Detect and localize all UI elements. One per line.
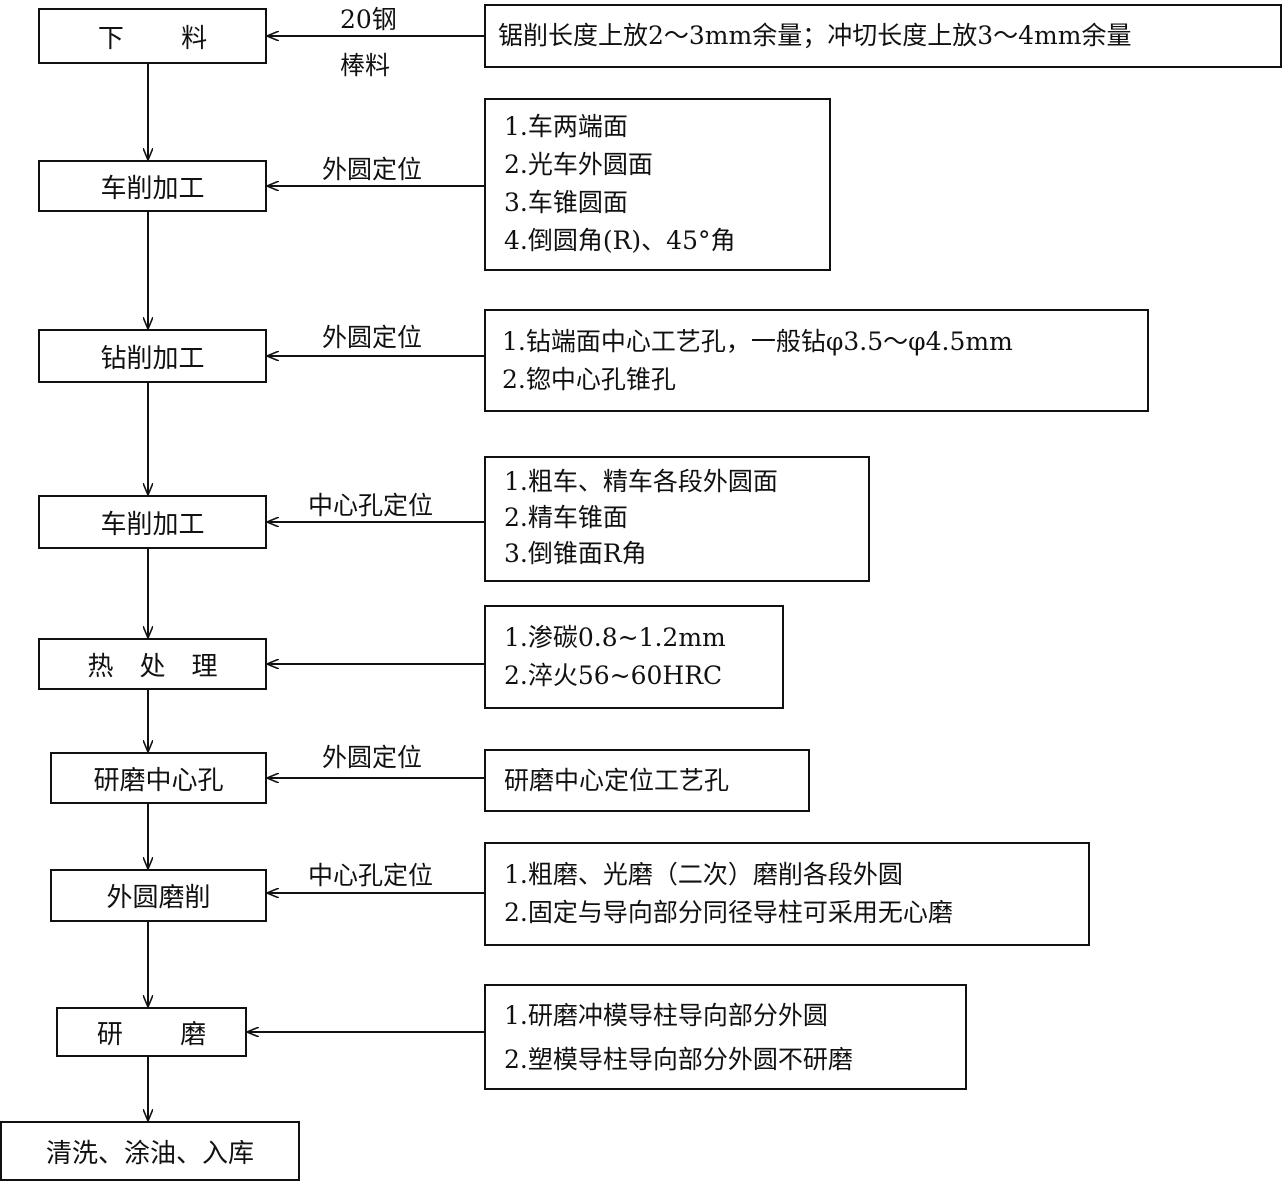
connector-label-positioning: 外圆定位 <box>322 323 423 352</box>
note-line: 1.研磨冲模导柱导向部分外圆 <box>504 1001 828 1030</box>
step-drilling: 钻削加工 <box>38 329 267 383</box>
note-line: 2.淬火56~60HRC <box>504 661 723 690</box>
note-line: 4.倒圆角(R)、45°角 <box>504 226 736 255</box>
note-line: 2.光车外圆面 <box>504 150 653 179</box>
note-line: 3.倒锥面R角 <box>504 539 647 568</box>
note-heat-treatment: 1.渗碳0.8~1.2mm 2.淬火56~60HRC <box>484 605 784 709</box>
note-line: 1.粗磨、光磨（二次）磨削各段外圆 <box>504 860 903 889</box>
note-line: 1.车两端面 <box>504 112 628 141</box>
step-turning-2: 车削加工 <box>38 495 267 549</box>
connector-label-material-bottom: 棒料 <box>340 51 391 80</box>
note-line: 锯削长度上放2～3mm余量；冲切长度上放3～4mm余量 <box>498 21 1132 50</box>
step-lapping: 研 磨 <box>56 1007 247 1057</box>
note-blanking: 锯削长度上放2～3mm余量；冲切长度上放3～4mm余量 <box>484 4 1282 68</box>
note-turning-1: 1.车两端面 2.光车外圆面 3.车锥圆面 4.倒圆角(R)、45°角 <box>484 98 831 271</box>
note-line: 2.塑模导柱导向部分外圆不研磨 <box>504 1045 853 1074</box>
step-clean-oil-store: 清洗、涂油、入库 <box>0 1121 300 1181</box>
step-heat-treatment: 热 处 理 <box>38 638 267 690</box>
step-blanking: 下 料 <box>38 8 267 64</box>
note-lapping: 1.研磨冲模导柱导向部分外圆 2.塑模导柱导向部分外圆不研磨 <box>484 984 967 1090</box>
connector-label-positioning: 外圆定位 <box>322 743 423 772</box>
step-external-grinding: 外圆磨削 <box>50 869 267 922</box>
connector-label-positioning: 外圆定位 <box>322 155 423 184</box>
note-turning-2: 1.粗车、精车各段外圆面 2.精车锥面 3.倒锥面R角 <box>484 456 870 582</box>
step-grind-center-hole: 研磨中心孔 <box>50 752 267 804</box>
note-line: 1.钻端面中心工艺孔，一般钻φ3.5～φ4.5mm <box>502 327 1013 356</box>
note-line: 3.车锥圆面 <box>504 188 628 217</box>
note-line: 1.渗碳0.8~1.2mm <box>504 623 726 652</box>
note-line: 2.锪中心孔锥孔 <box>502 365 676 394</box>
note-line: 2.精车锥面 <box>504 503 628 532</box>
note-external-grinding: 1.粗磨、光磨（二次）磨削各段外圆 2.固定与导向部分同径导柱可采用无心磨 <box>484 842 1090 946</box>
connector-label-material-top: 20钢 <box>340 5 397 34</box>
note-grind-center-hole: 研磨中心定位工艺孔 <box>484 749 810 812</box>
note-drilling: 1.钻端面中心工艺孔，一般钻φ3.5～φ4.5mm 2.锪中心孔锥孔 <box>484 309 1149 412</box>
connector-label-positioning: 中心孔定位 <box>308 861 434 890</box>
note-line: 1.粗车、精车各段外圆面 <box>504 467 778 496</box>
note-line: 研磨中心定位工艺孔 <box>504 765 730 795</box>
connector-label-positioning: 中心孔定位 <box>308 491 434 520</box>
note-line: 2.固定与导向部分同径导柱可采用无心磨 <box>504 898 953 927</box>
step-turning-1: 车削加工 <box>38 160 267 212</box>
